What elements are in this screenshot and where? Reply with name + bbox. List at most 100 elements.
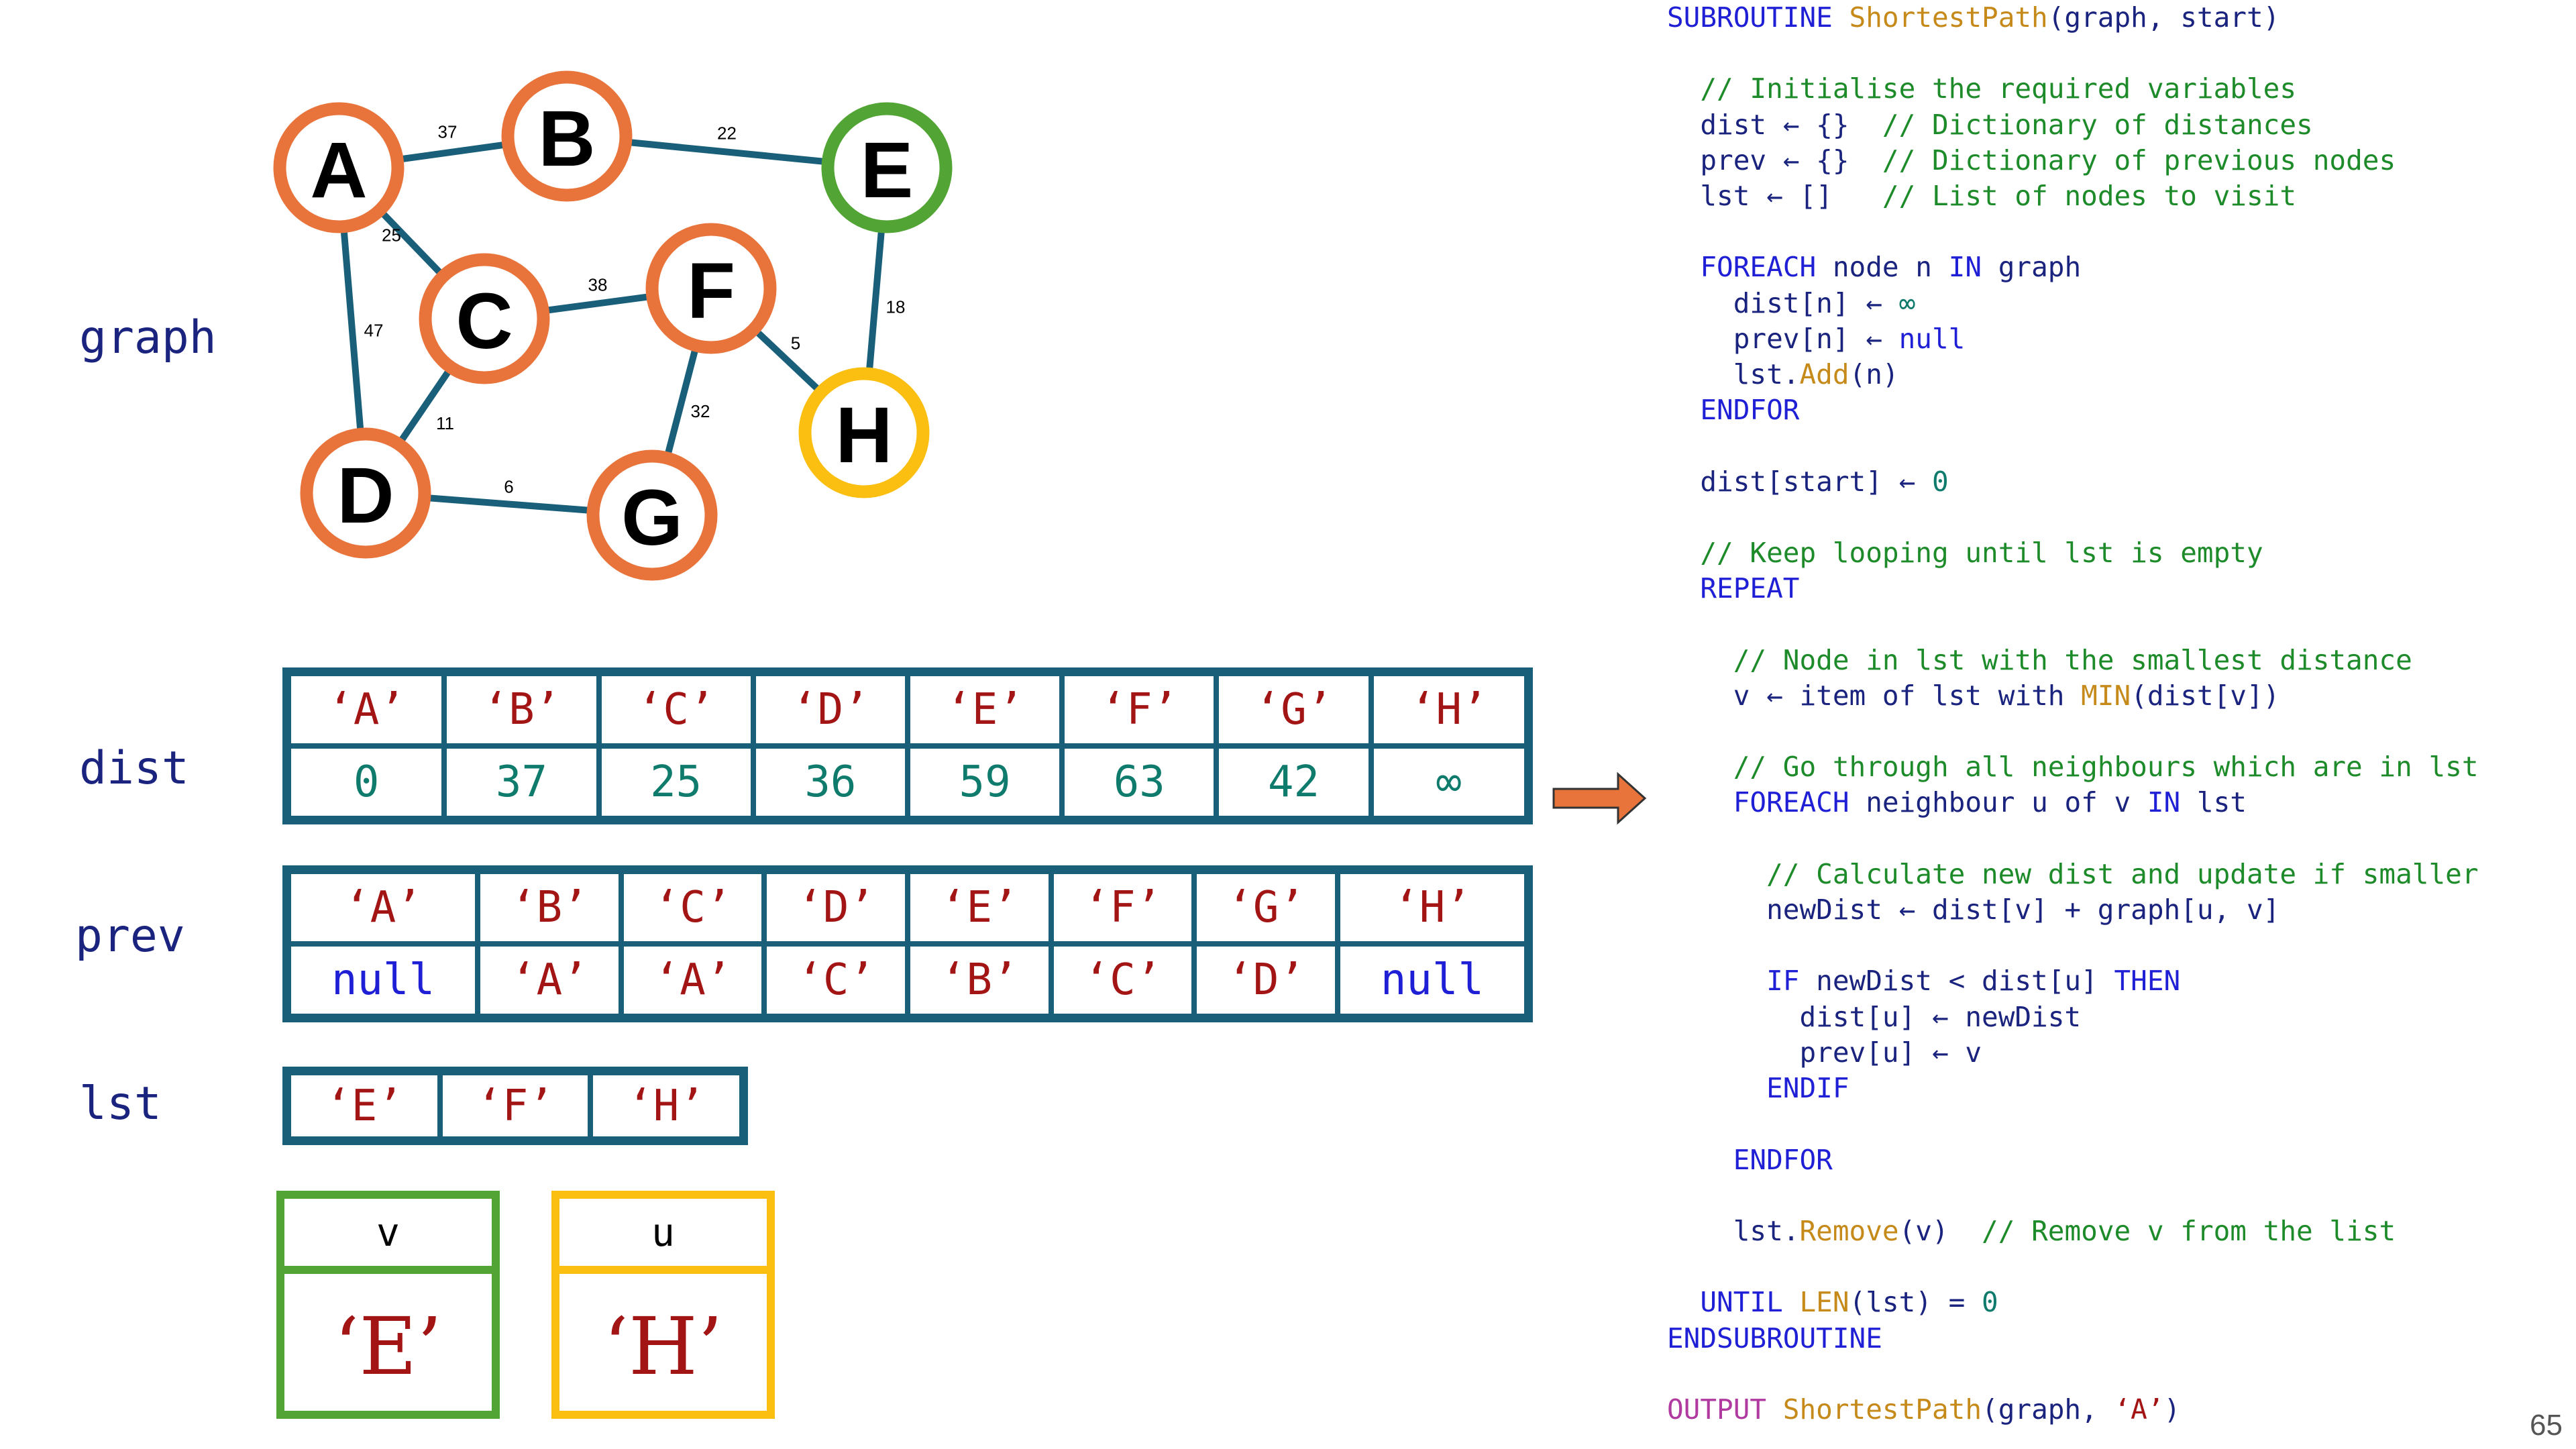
code-dist-u: dist[u] ← newDist	[1799, 1000, 2082, 1033]
prev-key-cell: ‘C’	[618, 867, 767, 947]
node-circle	[798, 367, 930, 498]
dist-value-cell: 59	[904, 743, 1065, 823]
code-line-remove: lst.Remove(v)	[1733, 1214, 1949, 1247]
code-line-prev-n: prev[n] ← null	[1733, 322, 1966, 355]
dist-values-row: 0 37 25 36 59 63 42 ∞	[284, 743, 1532, 823]
node-circle	[273, 102, 405, 233]
edge-weight-label: 11	[436, 413, 454, 433]
edge-weight-label: 22	[717, 123, 737, 144]
code-lst-comment: // List of nodes to visit	[1882, 180, 2297, 213]
prev-key-cell: ‘H’	[1334, 867, 1532, 947]
code-line-until: UNTIL LEN(lst) = 0	[1700, 1286, 1998, 1319]
dist-value-cell: 42	[1214, 743, 1374, 823]
code-comment-init: // Initialise the required variables	[1700, 72, 2297, 105]
dist-table: ‘A’ ‘B’ ‘C’ ‘D’ ‘E’ ‘F’ ‘G’ ‘H’ 0 37 25 …	[282, 667, 1533, 824]
node-label: C	[455, 277, 513, 366]
graph-node-h: H	[798, 367, 930, 498]
lst-table: ‘E’ ‘F’ ‘H’	[282, 1067, 748, 1145]
lst-item-cell: ‘F’	[437, 1068, 593, 1144]
prev-value-cell: ‘A’	[475, 941, 624, 1021]
v-value: ‘E’	[333, 1300, 443, 1393]
dist-keys-row: ‘A’ ‘B’ ‘C’ ‘D’ ‘E’ ‘F’ ‘G’ ‘H’	[284, 669, 1532, 749]
edge-weight-label: 32	[691, 401, 710, 421]
node-circle	[300, 427, 431, 559]
code-newdist: newDist ← dist[v] + graph[u, v]	[1766, 894, 2280, 926]
code-remove-comment: // Remove v from the list	[1982, 1214, 2396, 1247]
pseudocode-block: SUBROUTINE ShortestPath(graph, start) //…	[1667, 0, 2479, 1428]
dist-key-cell: ‘G’	[1214, 669, 1374, 749]
node-label: F	[687, 247, 735, 335]
prev-value-cell: ‘D’	[1191, 941, 1340, 1021]
dist-key-cell: ‘D’	[750, 669, 910, 749]
lst-label: lst	[79, 1077, 162, 1130]
code-line-output: OUTPUT ShortestPath(graph, ‘A’)	[1667, 1393, 2181, 1426]
prev-key-cell: ‘D’	[761, 867, 910, 947]
edge-weight-label: 18	[886, 297, 906, 317]
code-prev-decl: prev ← {}	[1700, 144, 1849, 176]
prev-key-cell: ‘A’	[284, 867, 481, 947]
dist-value-cell: 25	[596, 743, 756, 823]
prev-value-cell: null	[284, 941, 481, 1021]
code-repeat: REPEAT	[1700, 572, 1800, 605]
code-lst-decl: lst ← []	[1700, 180, 1833, 213]
code-comment-min: // Node in lst with the smallest distanc…	[1733, 643, 2412, 676]
dist-value-cell: 36	[750, 743, 910, 823]
node-circle	[419, 253, 550, 384]
code-comment-calc: // Calculate new dist and update if smal…	[1766, 857, 2479, 890]
dist-value-cell: 63	[1059, 743, 1220, 823]
code-endif: ENDIF	[1766, 1072, 1849, 1105]
graph-node-a: A	[273, 102, 405, 233]
code-dist-decl: dist ← {}	[1700, 108, 1849, 141]
lst-item-cell: ‘H’	[587, 1068, 747, 1144]
lst-row: ‘E’ ‘F’ ‘H’	[284, 1068, 747, 1144]
current-line-arrow-icon	[1552, 771, 1647, 825]
v-variable-box: v ‘E’	[276, 1191, 500, 1419]
u-value: ‘H’	[603, 1300, 723, 1393]
prev-keys-row: ‘A’ ‘B’ ‘C’ ‘D’ ‘E’ ‘F’ ‘G’ ‘H’	[284, 867, 1532, 947]
prev-value-cell: ‘A’	[618, 941, 767, 1021]
edge-weight-label: 37	[438, 122, 458, 142]
dist-value-cell: 37	[441, 743, 602, 823]
code-line-lst-add: lst.Add(n)	[1733, 358, 1899, 391]
graph-node-c: C	[419, 253, 550, 384]
prev-value-cell: ‘C’	[1048, 941, 1197, 1021]
dist-key-cell: ‘B’	[441, 669, 602, 749]
node-label: G	[621, 474, 683, 562]
prev-key-cell: ‘B’	[475, 867, 624, 947]
prev-values-row: null ‘A’ ‘A’ ‘C’ ‘B’ ‘C’ ‘D’ null	[284, 941, 1532, 1021]
prev-key-cell: ‘G’	[1191, 867, 1340, 947]
u-variable-box: u ‘H’	[551, 1191, 775, 1419]
edge-weight-label: 38	[588, 275, 608, 295]
node-circle	[821, 102, 953, 233]
dist-key-cell: ‘F’	[1059, 669, 1220, 749]
code-line-if: IF newDist < dist[u] THEN	[1766, 965, 2181, 998]
graph-node-g: G	[586, 449, 718, 581]
graph-node-d: D	[300, 427, 431, 559]
v-label: v	[284, 1199, 492, 1274]
node-label: D	[337, 451, 394, 540]
dist-key-cell: ‘H’	[1368, 669, 1532, 749]
node-circle	[501, 70, 633, 202]
dist-key-cell: ‘E’	[904, 669, 1065, 749]
graph-node-b: B	[501, 70, 633, 202]
u-label: u	[559, 1199, 767, 1274]
lst-item-cell: ‘E’	[284, 1068, 443, 1144]
dist-value-cell: ∞	[1368, 743, 1532, 823]
dist-value-cell: 0	[284, 743, 447, 823]
graph-node-f: F	[645, 223, 777, 354]
node-circle	[645, 223, 777, 354]
code-line-foreach-graph: FOREACH node n IN graph	[1700, 251, 2082, 284]
page-number: 65	[2530, 1409, 2563, 1442]
code-line-subroutine: SUBROUTINE ShortestPath(graph, start)	[1667, 1, 2280, 34]
node-label: A	[310, 126, 367, 215]
edge-weight-label: 6	[504, 477, 513, 497]
code-line-v-assign: v ← item of lst with MIN(dist[v])	[1733, 679, 2280, 712]
prev-value-cell: null	[1334, 941, 1532, 1021]
code-endfor-1: ENDFOR	[1700, 394, 1800, 427]
graph-label: graph	[79, 311, 217, 364]
edge-weight-label: 5	[791, 333, 800, 354]
prev-table: ‘A’ ‘B’ ‘C’ ‘D’ ‘E’ ‘F’ ‘G’ ‘H’ null ‘A’…	[282, 865, 1533, 1022]
code-endfor-2: ENDFOR	[1733, 1143, 1833, 1176]
